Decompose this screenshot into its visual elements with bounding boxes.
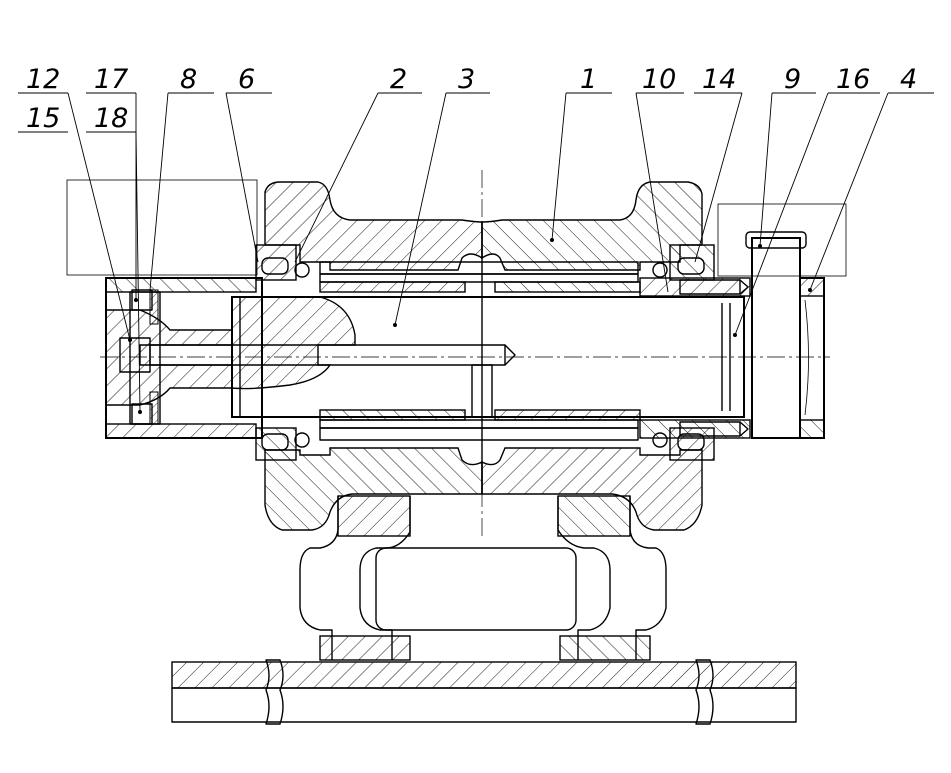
leader-1 xyxy=(551,92,567,241)
seal-rings xyxy=(255,244,715,461)
callout-16: 16 xyxy=(836,64,870,95)
shoe-break-right xyxy=(695,659,714,725)
leader-2 xyxy=(294,92,379,263)
chain-link-right xyxy=(629,496,667,660)
roller-lower-right xyxy=(481,447,703,531)
callout-15: 15 xyxy=(26,103,60,134)
ball-1 xyxy=(294,262,310,278)
left-lower-oring xyxy=(261,433,289,451)
leader-6 xyxy=(225,92,259,263)
chain-bushing-left xyxy=(337,495,411,537)
end-plate-outline xyxy=(799,277,825,439)
upper-bushing-right xyxy=(494,281,641,293)
ball-3 xyxy=(652,262,668,278)
dot-9 xyxy=(758,244,762,248)
right-housing-bottom xyxy=(639,419,751,439)
track-chain xyxy=(299,495,667,661)
leader-18 xyxy=(135,131,141,413)
left-housing-top xyxy=(105,277,257,293)
chain-foot-left xyxy=(319,635,411,661)
callout-4: 4 xyxy=(900,64,917,95)
bushings xyxy=(319,261,641,441)
right-pin-bottom xyxy=(679,421,741,437)
ref-frame-right xyxy=(717,203,847,277)
leader-3 xyxy=(394,92,447,326)
callout-14: 14 xyxy=(702,64,736,95)
lower-bushing-left xyxy=(319,409,466,421)
track-shoe xyxy=(171,659,797,725)
lower-bushing-right xyxy=(494,409,641,421)
bolt-9-head xyxy=(745,231,807,249)
callout-3: 3 xyxy=(458,64,475,95)
roller-upper-right xyxy=(481,181,703,271)
chain-link-left xyxy=(299,496,339,660)
plug-bore xyxy=(119,337,151,373)
right-pin-top xyxy=(679,279,741,295)
callout-8: 8 xyxy=(180,64,197,95)
lower-bushing-outer xyxy=(319,427,639,441)
callout-9: 9 xyxy=(784,64,801,95)
ball-2 xyxy=(294,432,310,448)
dot-16 xyxy=(733,333,737,337)
oil-channel xyxy=(139,344,506,366)
left-upper-oring xyxy=(261,257,289,275)
callout-2: 2 xyxy=(390,64,407,95)
upper-bushing-left xyxy=(319,281,466,293)
callouts: 12 17 8 6 2 3 1 10 14 9 16 4 15 18 xyxy=(18,64,934,414)
roller-upper-left xyxy=(264,181,483,271)
dot-3 xyxy=(393,323,397,327)
left-housing xyxy=(105,277,263,439)
callout-1: 1 xyxy=(580,64,597,95)
left-plug xyxy=(105,309,233,406)
chain-link-left-inner xyxy=(359,496,411,660)
left-housing-bottom xyxy=(105,423,257,439)
leader-4 xyxy=(809,92,889,291)
leader-16 xyxy=(734,92,829,336)
axle-section-left xyxy=(231,296,356,390)
ref-frame-left xyxy=(66,179,258,276)
chain-link-right-inner xyxy=(557,496,611,660)
chain-pin xyxy=(375,547,577,631)
roller-body xyxy=(264,181,703,531)
lower-bushing-inner xyxy=(319,419,639,429)
dot-12 xyxy=(128,338,132,342)
gasket-bottom xyxy=(149,391,159,425)
leader-10 xyxy=(635,92,669,293)
callout-12: 12 xyxy=(26,64,60,95)
callout-18: 18 xyxy=(94,103,128,134)
leader-12 xyxy=(67,92,131,341)
oil-channel-tip xyxy=(504,344,516,366)
leader-14 xyxy=(694,92,743,263)
callout-6: 6 xyxy=(238,64,255,95)
seal-bottom xyxy=(131,403,153,425)
callout-10: 10 xyxy=(642,64,676,95)
shoe-break-left xyxy=(265,659,284,725)
leader-8 xyxy=(149,92,169,291)
leader-9 xyxy=(759,92,773,247)
gasket-top xyxy=(149,289,159,325)
right-upper-oring xyxy=(677,257,705,275)
chain-foot-right xyxy=(559,635,651,661)
right-bracket xyxy=(639,231,825,439)
right-upper-seal-holder xyxy=(669,244,715,281)
callout-17: 17 xyxy=(94,64,128,95)
chain-bushing-right xyxy=(557,495,631,537)
dot-18 xyxy=(138,410,142,414)
right-pin-top-tip xyxy=(739,279,749,295)
end-plate-bottom xyxy=(799,419,825,439)
dot-17 xyxy=(134,298,138,302)
dot-4 xyxy=(808,288,812,292)
end-plate-top xyxy=(799,277,825,297)
bolt-9 xyxy=(751,237,801,439)
dot-1 xyxy=(550,238,554,242)
upper-bushing-inner xyxy=(319,273,639,283)
roller-lower-left xyxy=(264,447,483,531)
right-pin-bottom-tip xyxy=(739,421,749,437)
track-shoe-plate xyxy=(171,661,797,689)
track-shoe-base xyxy=(171,687,797,723)
end-plate-break xyxy=(804,299,809,416)
